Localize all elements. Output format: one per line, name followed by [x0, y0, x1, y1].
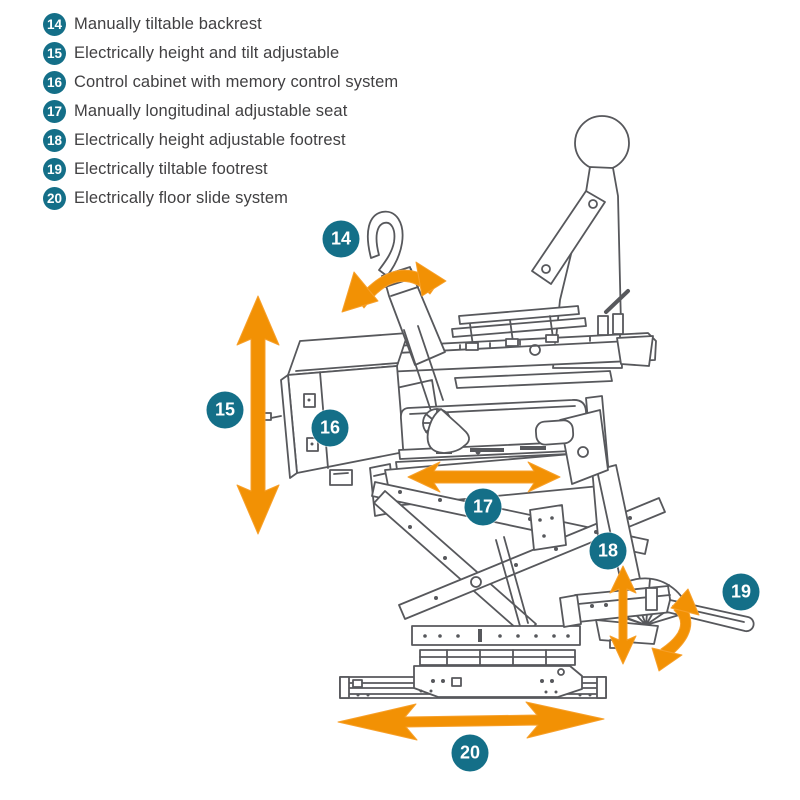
backrest-column — [367, 210, 446, 415]
legend-label-16: Control cabinet with memory control syst… — [74, 73, 399, 91]
person-arm — [531, 190, 606, 285]
arrow-height-tilt — [236, 295, 280, 535]
base-assembly — [411, 625, 583, 698]
legend-item-17: 17 Manually longitudinal adjustable seat — [43, 100, 398, 123]
leg-support-frame — [529, 395, 645, 607]
seat-platform — [374, 289, 657, 389]
arrow-footrest-tilt — [651, 588, 700, 672]
legend-item-19: 19 Electrically tiltable footrest — [43, 158, 398, 181]
arrow-backrest-tilt — [341, 261, 447, 313]
legend-badge-15: 15 — [43, 42, 66, 65]
person-head — [574, 115, 630, 171]
armrest-rails — [458, 305, 580, 325]
callout-badge-19: 19 — [722, 573, 760, 611]
base-box — [413, 665, 583, 698]
legend-label-14: Manually tiltable backrest — [74, 15, 262, 33]
arrow-floor-slide — [337, 701, 605, 741]
grab-tube — [534, 419, 575, 446]
legend-badge-19: 19 — [43, 158, 66, 181]
lift-strut — [495, 536, 529, 627]
pivot-bracket — [426, 408, 470, 454]
legend: 14 Manually tiltable backrest 15 Electri… — [43, 13, 398, 210]
arrow-seat-slide — [407, 461, 561, 493]
legend-item-15: 15 Electrically height and tilt adjustab… — [43, 42, 398, 65]
arrow-footrest-height — [609, 565, 637, 665]
callout-badge-17: 17 — [464, 488, 502, 526]
legend-badge-18: 18 — [43, 129, 66, 152]
backrest-handle-loop — [367, 210, 404, 277]
scissor-arm-rear — [373, 490, 537, 637]
callout-badge-14: 14 — [322, 220, 360, 258]
legend-item-16: 16 Control cabinet with memory control s… — [43, 71, 398, 94]
legend-label-20: Electrically floor slide system — [74, 189, 288, 207]
joystick — [604, 289, 630, 314]
legend-label-19: Electrically tiltable footrest — [74, 160, 268, 178]
legend-badge-14: 14 — [43, 13, 66, 36]
legend-badge-20: 20 — [43, 187, 66, 210]
adjustment-arrows — [236, 261, 700, 741]
callout-badge-20: 20 — [451, 734, 489, 772]
callout-badge-15: 15 — [206, 391, 244, 429]
legend-label-15: Electrically height and tilt adjustable — [74, 44, 340, 62]
legend-item-14: 14 Manually tiltable backrest — [43, 13, 398, 36]
legend-item-20: 20 Electrically floor slide system — [43, 187, 398, 210]
legend-item-18: 18 Electrically height adjustable footre… — [43, 129, 398, 152]
legend-label-17: Manually longitudinal adjustable seat — [74, 102, 348, 120]
backrest-pivot — [422, 408, 470, 454]
callout-badge-16: 16 — [311, 409, 349, 447]
legend-label-18: Electrically height adjustable footrest — [74, 131, 346, 149]
seat-right-pocket — [616, 335, 654, 367]
legend-badge-17: 17 — [43, 100, 66, 123]
callout-badge-18: 18 — [589, 532, 627, 570]
legend-badge-16: 16 — [43, 71, 66, 94]
